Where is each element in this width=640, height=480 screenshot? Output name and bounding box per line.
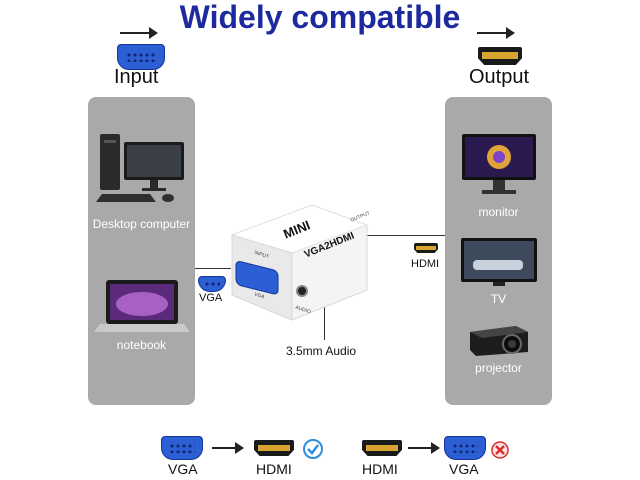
input-arrow [120, 27, 158, 39]
projector-icon [470, 326, 528, 356]
audio-line-vertical [324, 300, 325, 340]
hdmi-cable-icon [414, 243, 438, 253]
page-title: Widely compatible [179, 0, 461, 35]
supported-check-icon [303, 439, 323, 459]
bottom-arrow-2 [408, 442, 440, 454]
vga-cable-icon [198, 276, 226, 292]
output-label: Output [469, 66, 530, 88]
vga2hdmi-adapter [230, 204, 369, 321]
bottom-vga-icon-1 [161, 436, 203, 460]
tv-label: TV [490, 292, 507, 306]
desktop-computer-label: Desktop computer [92, 217, 191, 231]
hdmi-output-line [362, 235, 445, 236]
vga-connector-icon [117, 44, 165, 70]
bottom-arrow-1 [212, 442, 244, 454]
projector-label: projector [475, 361, 522, 375]
notebook-icon [94, 280, 190, 332]
tv-icon [461, 238, 537, 286]
unsupported-cross-icon [491, 441, 509, 459]
desktop-computer-icon [96, 134, 184, 202]
bottom-hdmi-icon-2 [362, 440, 402, 456]
monitor-label: monitor [478, 205, 519, 219]
bottom-hdmi-label-2: HDMI [362, 461, 398, 477]
vga-cable-label: VGA [199, 292, 223, 304]
bottom-hdmi-icon-1 [254, 440, 294, 456]
input-label: Input [114, 66, 159, 88]
bottom-vga-label-2: VGA [449, 461, 479, 477]
output-arrow [477, 27, 515, 39]
audio-label: 3.5mm Audio [286, 344, 357, 358]
notebook-label: notebook [116, 338, 167, 352]
hdmi-connector-icon [478, 47, 522, 65]
hdmi-cable-label: HDMI [411, 258, 440, 270]
bottom-vga-icon-2 [444, 436, 486, 460]
bottom-hdmi-label-1: HDMI [256, 461, 292, 477]
vga-input-line [195, 268, 231, 269]
monitor-icon [462, 134, 536, 194]
bottom-vga-label-1: VGA [168, 461, 198, 477]
